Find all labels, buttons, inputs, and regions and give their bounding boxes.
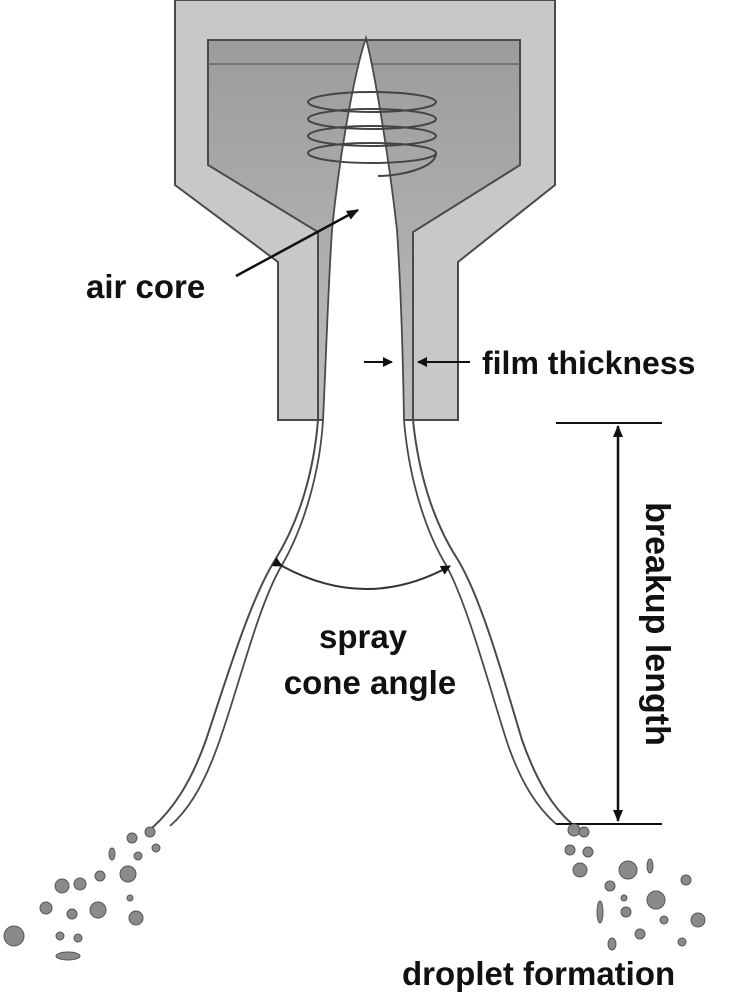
- air-core-arrow: [235, 208, 359, 278]
- droplets-left: [3, 826, 161, 961]
- film-thickness-label: film thickness: [482, 345, 695, 381]
- cone-angle-label: cone angle: [284, 664, 456, 701]
- air-core-label: air core: [86, 268, 205, 305]
- air-core-shape: [152, 38, 568, 828]
- spray-label: spray: [319, 618, 408, 655]
- droplet-formation-label: droplet formation: [402, 955, 675, 992]
- droplets-right: [564, 823, 706, 951]
- swirl-coil-icon: [307, 91, 437, 177]
- breakup-length-label: breakup length: [638, 502, 676, 746]
- spray-sheet-right-outer: [412, 419, 573, 825]
- air-core-outline: [331, 34, 398, 231]
- cone-angle-arc: [271, 557, 451, 590]
- spray-sheet-left-outer: [151, 419, 319, 829]
